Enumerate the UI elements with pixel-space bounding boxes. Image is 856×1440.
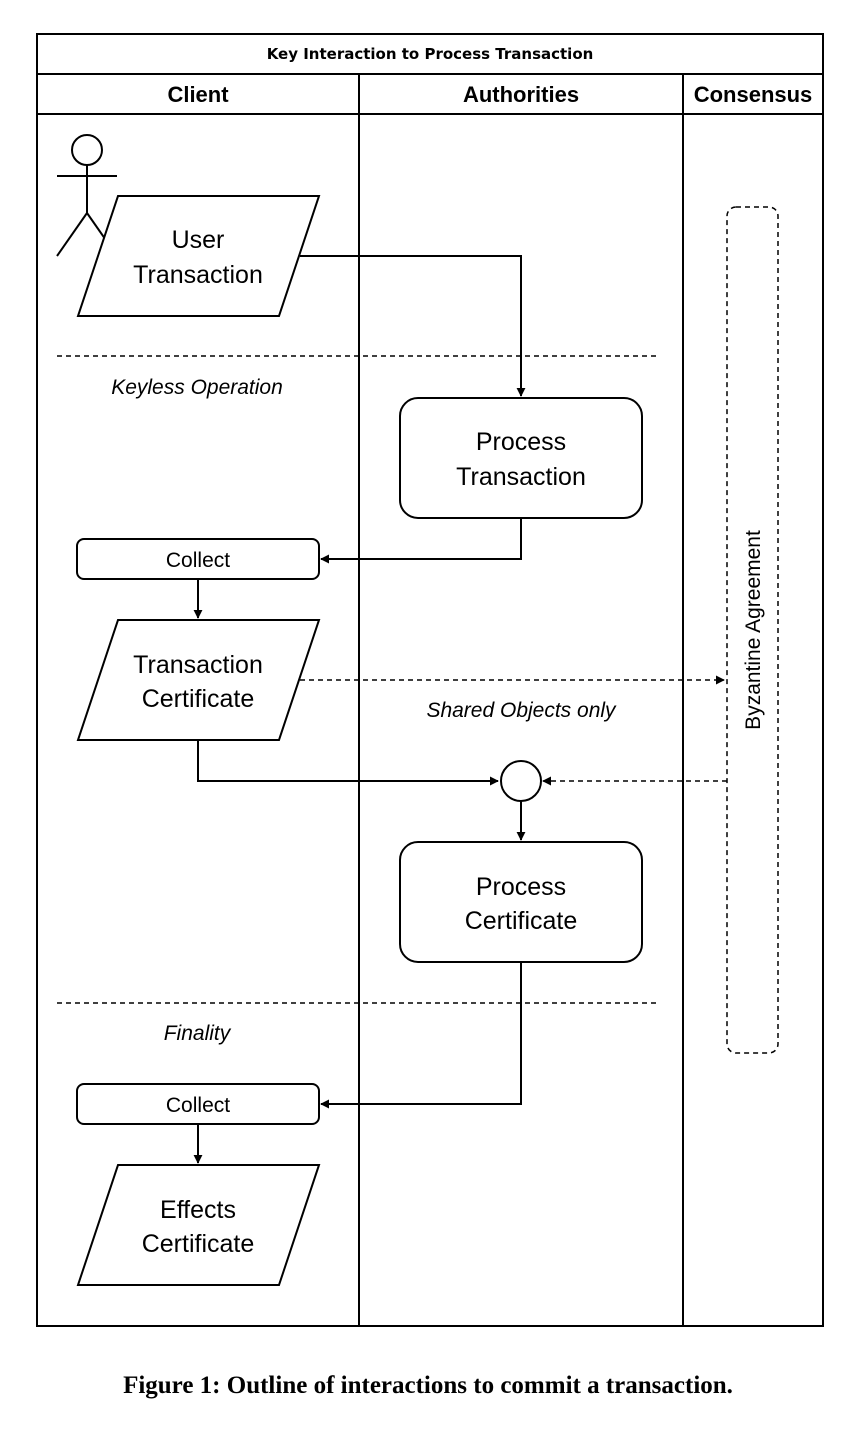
user-transaction-label-1: User (172, 226, 225, 254)
effects-certificate-label-2: Certificate (142, 1230, 255, 1258)
user-actor-icon (56, 134, 118, 257)
user-transaction-label-2: Transaction (133, 261, 263, 289)
figure-caption: Figure 1: Outline of interactions to com… (123, 1372, 733, 1399)
edge-user-to-process-transaction (300, 255, 526, 397)
effects-certificate-node (76, 1164, 321, 1286)
phase-label-keyless-operation: Keyless Operation (111, 376, 283, 399)
process-certificate-node (399, 841, 643, 963)
process-certificate-label-2: Certificate (465, 907, 578, 935)
user-transaction-node (76, 195, 321, 317)
transaction-certificate-node (76, 619, 321, 741)
diagram-title: Key Interaction to Process Transaction (267, 45, 594, 63)
junction-node (500, 760, 542, 802)
edge-certificate-to-junction (197, 740, 499, 786)
byzantine-agreement-node (726, 206, 779, 1054)
lane-header-client: Client (167, 82, 229, 107)
lane-header-authorities: Authorities (463, 82, 579, 107)
transaction-certificate-label-2: Certificate (142, 685, 255, 713)
edge-process-transaction-to-collect (320, 518, 522, 564)
edge-label-shared-objects-only: Shared Objects only (426, 699, 617, 722)
effects-certificate-label-1: Effects (160, 1196, 236, 1224)
interaction-diagram: Key Interaction to Process Transaction C… (36, 33, 824, 1327)
byzantine-agreement-label: Byzantine Agreement (742, 530, 765, 730)
diagram-frame (36, 33, 824, 1327)
collect-label-2: Collect (166, 1094, 230, 1117)
process-transaction-label-1: Process (476, 428, 566, 456)
collect-label-1: Collect (166, 549, 230, 572)
process-transaction-node (399, 397, 643, 519)
phase-label-finality: Finality (164, 1022, 232, 1045)
process-transaction-label-2: Transaction (456, 463, 586, 491)
transaction-certificate-label-1: Transaction (133, 651, 263, 679)
process-certificate-label-1: Process (476, 873, 566, 901)
lane-header-consensus: Consensus (694, 82, 813, 107)
edge-process-certificate-to-collect (320, 962, 522, 1109)
